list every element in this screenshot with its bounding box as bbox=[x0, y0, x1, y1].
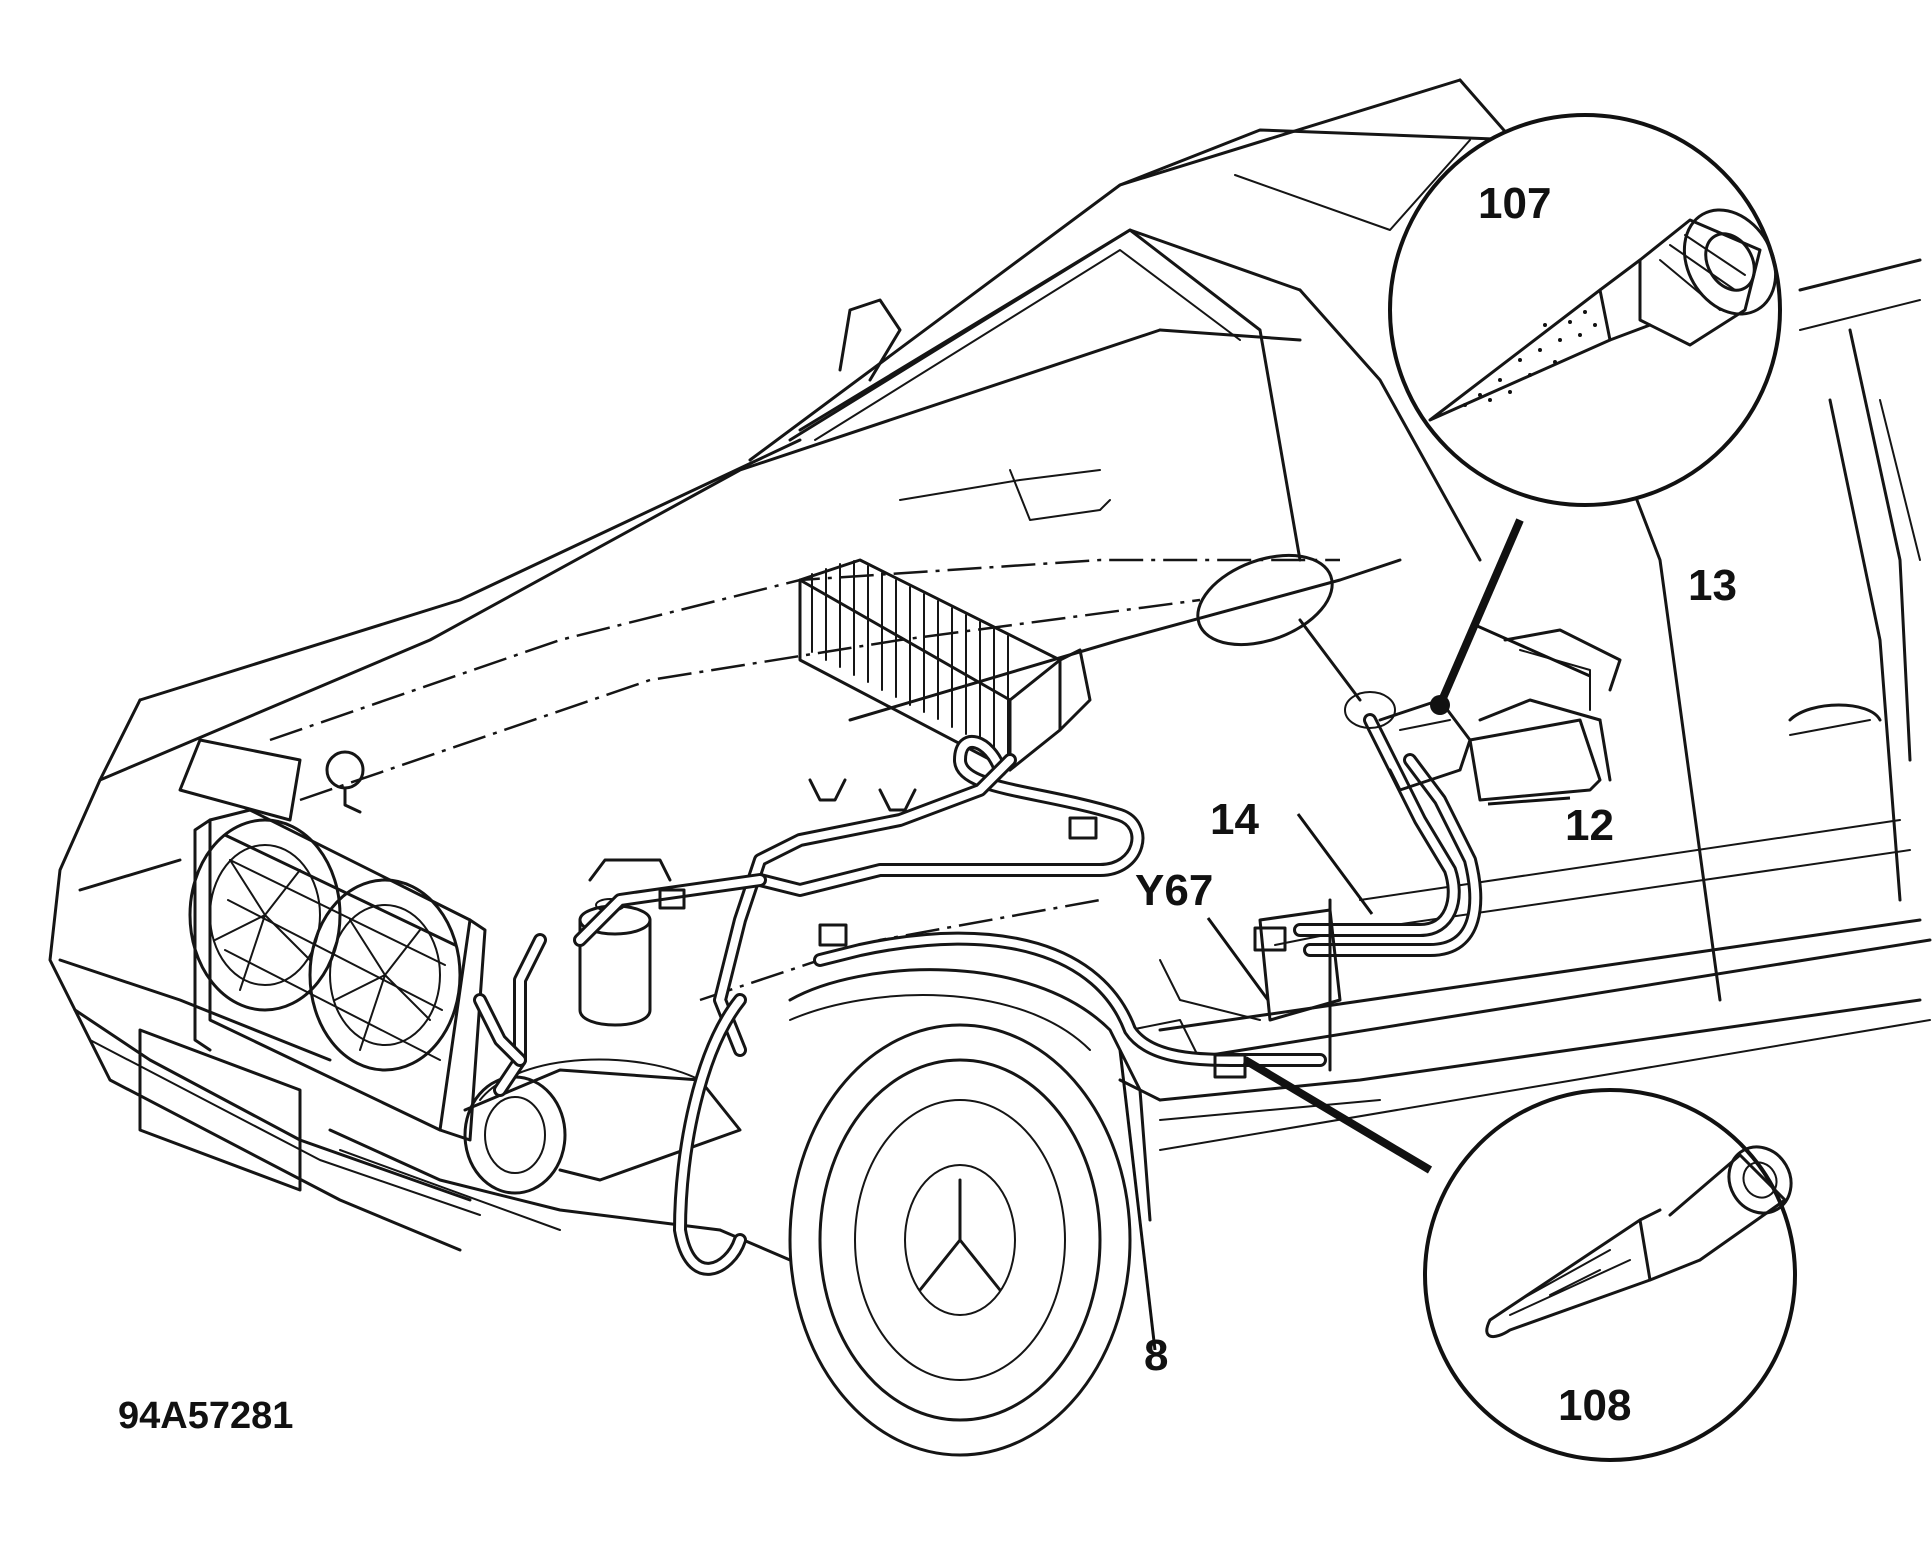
callout-107: 107 bbox=[1478, 179, 1551, 228]
detail-107-anchor bbox=[1430, 695, 1450, 715]
callout-13: 13 bbox=[1688, 561, 1737, 610]
callout-14: 14 bbox=[1210, 795, 1259, 844]
callout-labels: 107 13 12 14 Y67 8 108 94A57281 bbox=[118, 179, 1737, 1437]
firewall-components bbox=[1159, 553, 1622, 1072]
callout-8: 8 bbox=[1144, 1331, 1168, 1380]
callout-108: 108 bbox=[1558, 1381, 1631, 1430]
callout-12: 12 bbox=[1565, 801, 1614, 850]
evaporator-core bbox=[798, 558, 1092, 772]
figure-id: 94A57281 bbox=[118, 1395, 293, 1437]
detail-108-circle bbox=[1423, 1088, 1797, 1462]
ac-lines bbox=[473, 713, 1483, 1276]
radiator-fan-assembly bbox=[188, 750, 487, 1142]
detail-108 bbox=[1423, 1088, 1797, 1462]
car-body bbox=[48, 78, 1932, 1262]
detail-107 bbox=[1388, 113, 1782, 507]
callout-y67: Y67 bbox=[1135, 866, 1213, 915]
front-wheel bbox=[788, 968, 1152, 1457]
